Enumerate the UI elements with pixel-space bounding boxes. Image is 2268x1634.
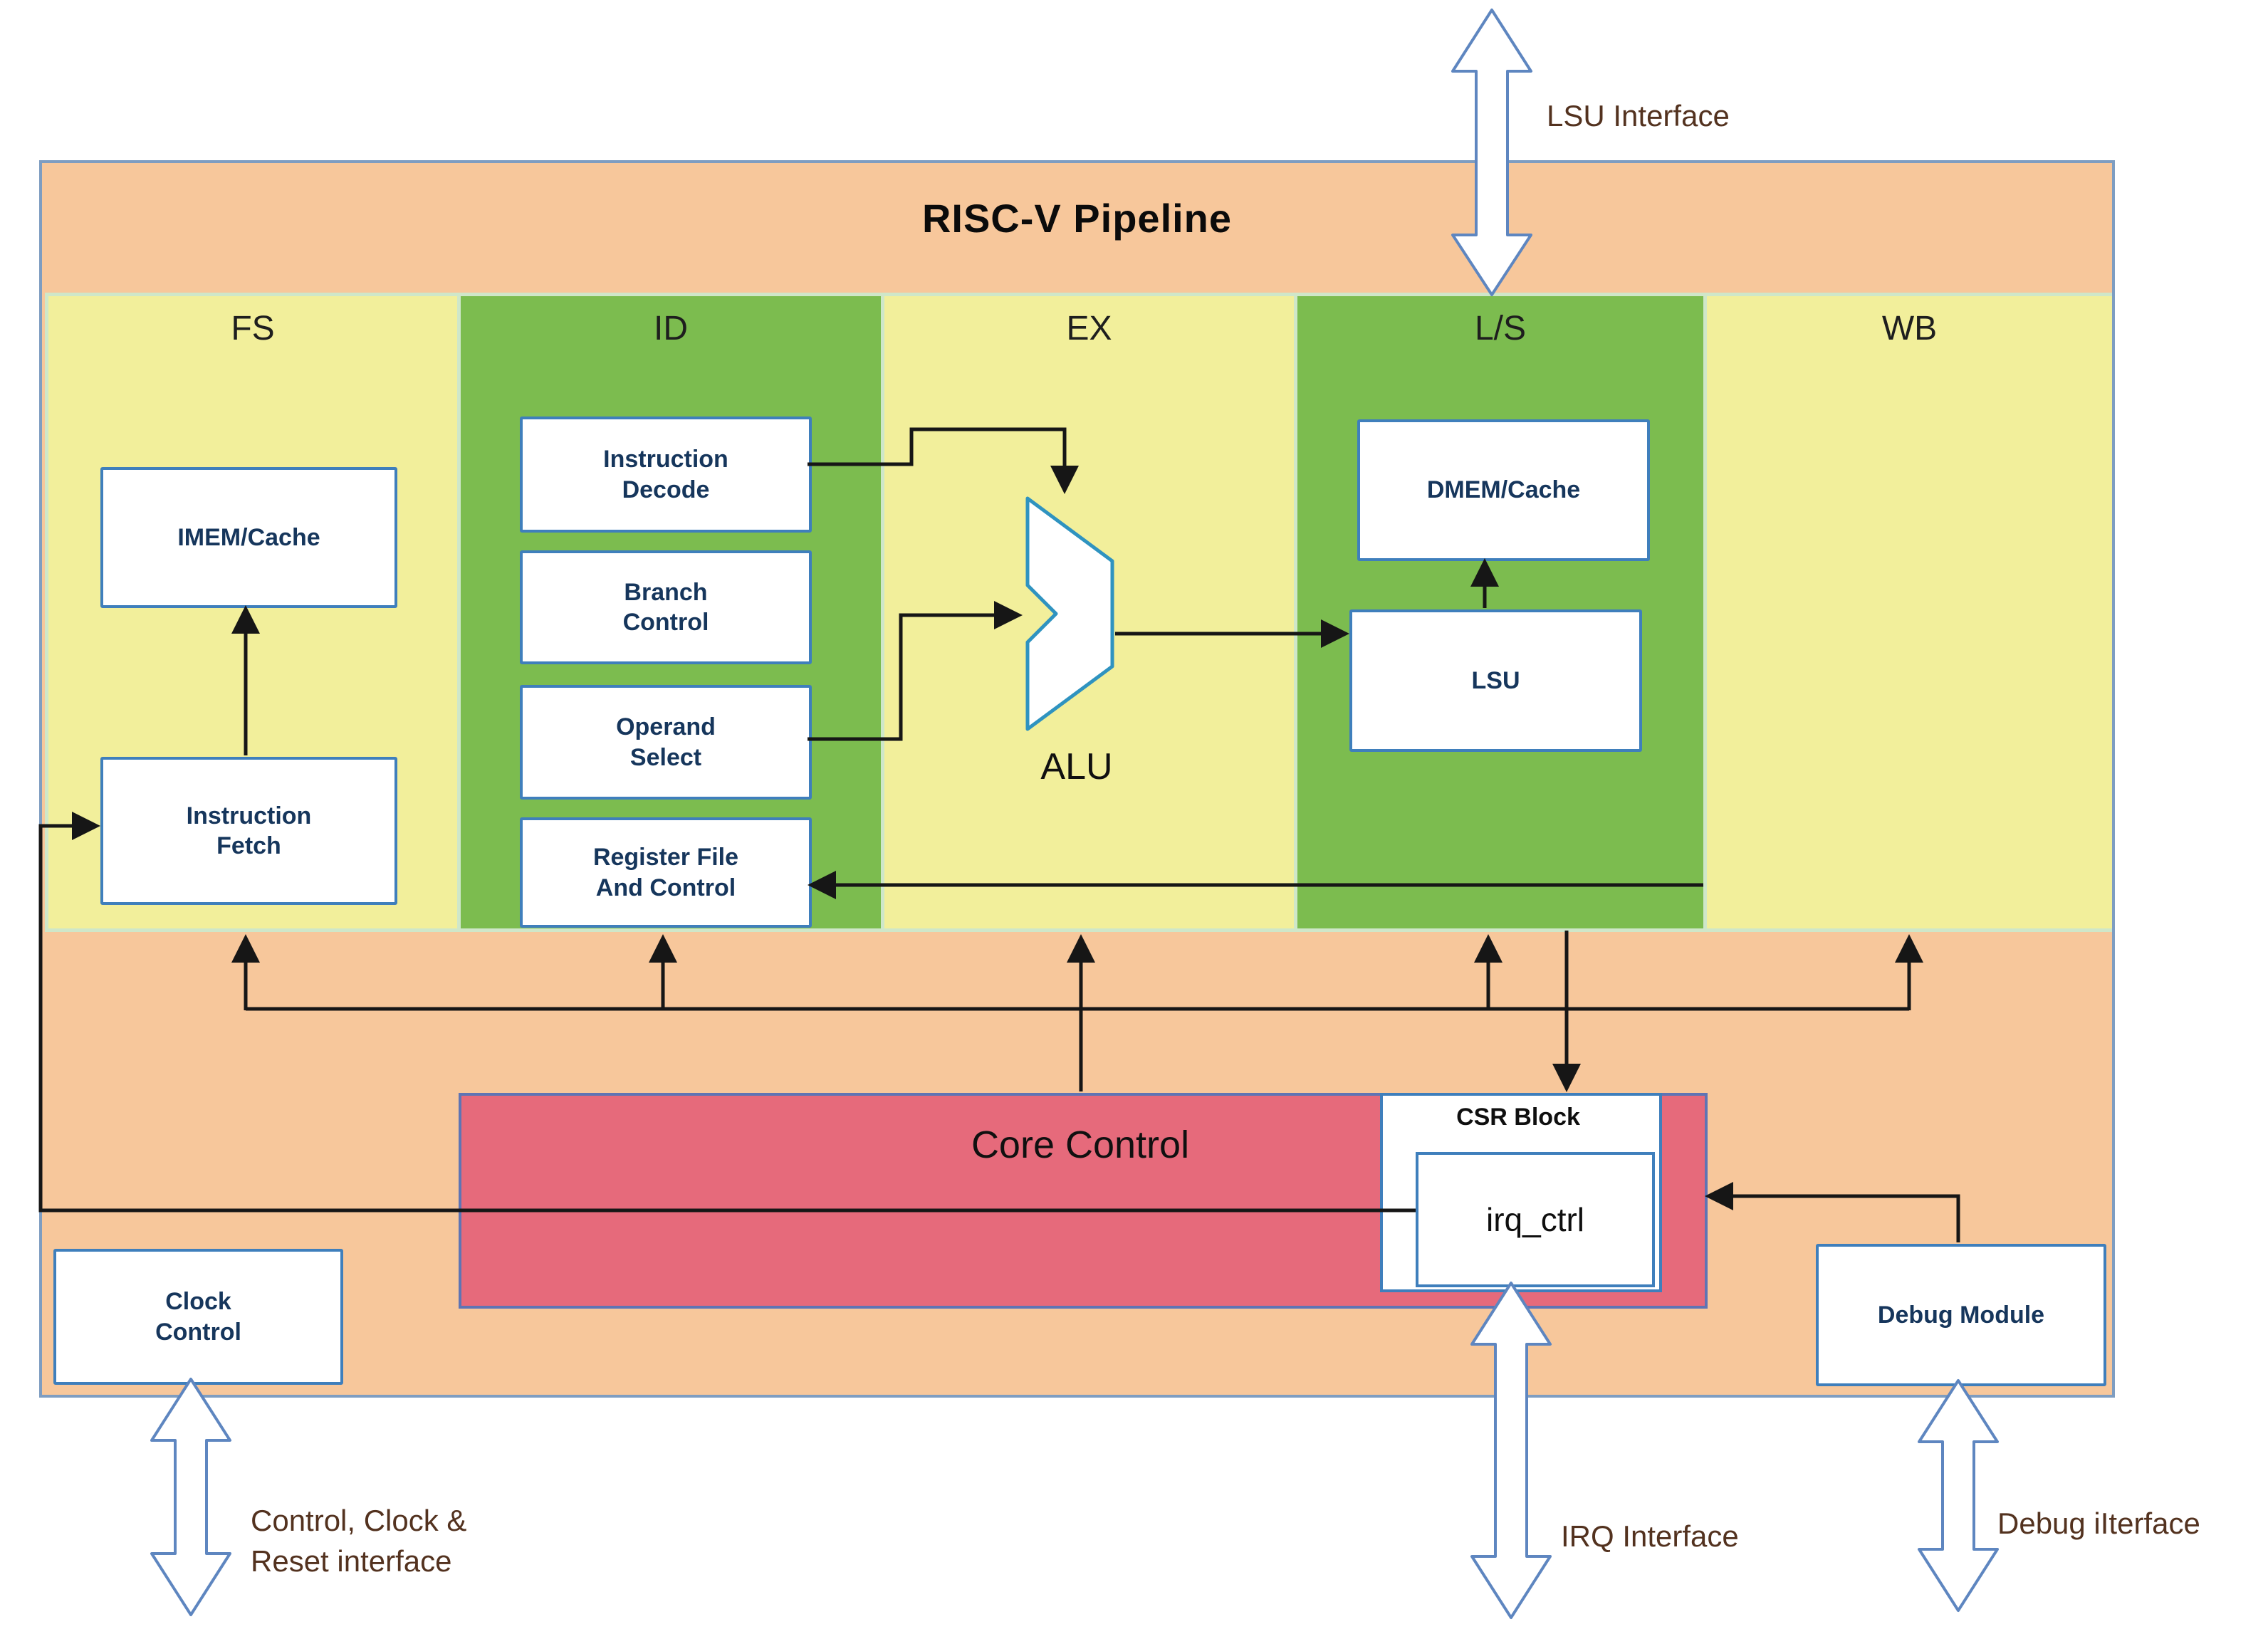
clock-reset-interface-label: Control, Clock & Reset interface — [251, 1504, 467, 1578]
block-instruction-decode: Instruction Decode — [520, 417, 812, 533]
clock-reset-interface-arrow — [150, 1378, 231, 1616]
stage-label-ex: EX — [1066, 310, 1112, 347]
debug-interface-arrow — [1918, 1379, 1999, 1612]
block-register-file: Register File And Control — [520, 817, 812, 928]
csr-block-label: CSR Block — [1456, 1103, 1580, 1131]
stage-label-ls: L/S — [1474, 310, 1527, 347]
clock-control-block: Clock Control — [53, 1249, 343, 1385]
pipeline-title: RISC-V Pipeline — [921, 195, 1233, 241]
block-branch-control: Branch Control — [520, 550, 812, 664]
stage-label-fs: FS — [231, 310, 275, 347]
stage-label-id: ID — [654, 310, 688, 347]
block-operand-select: Operand Select — [520, 685, 812, 800]
debug-module-block: Debug Module — [1816, 1244, 2106, 1386]
stage-col-ex: EX — [884, 296, 1294, 928]
block-imem-cache: IMEM/Cache — [100, 467, 397, 608]
block-lsu: LSU — [1349, 609, 1642, 752]
debug-interface-label: Debug iIterface — [1997, 1507, 2200, 1540]
irq-interface-label: IRQ Interface — [1561, 1519, 1739, 1553]
stage-col-wb: WB — [1707, 296, 2112, 928]
block-instruction-fetch: Instruction Fetch — [100, 757, 397, 905]
stage-label-wb: WB — [1881, 310, 1938, 347]
alu-label: ALU — [1040, 746, 1113, 787]
irq-ctrl-block: irq_ctrl — [1416, 1152, 1655, 1287]
lsu-interface-label: LSU Interface — [1547, 99, 1730, 132]
block-dmem-cache: DMEM/Cache — [1357, 419, 1650, 561]
